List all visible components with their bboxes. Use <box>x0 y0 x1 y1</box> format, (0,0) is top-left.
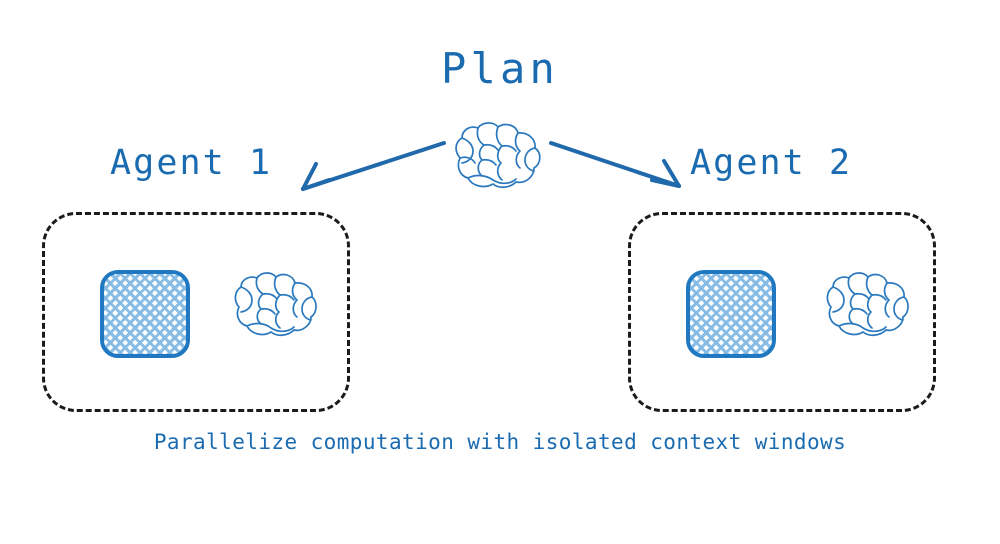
agent-2-brain-icon <box>820 268 916 342</box>
arrow-plan-to-agent-1 <box>301 141 446 191</box>
page-title: Plan <box>441 44 559 93</box>
agent-2-context-window-icon <box>686 270 776 358</box>
agent-1-label: Agent 1 <box>110 143 273 183</box>
agent-2-container <box>628 212 936 412</box>
agent-1-context-window-icon <box>100 270 190 358</box>
agent-1-brain-icon <box>228 268 324 342</box>
agent-1-container <box>42 212 350 412</box>
brain-icon <box>448 118 548 194</box>
diagram-caption: Parallelize computation with isolated co… <box>153 430 847 454</box>
agent-2-label: Agent 2 <box>690 143 853 183</box>
arrow-plan-to-agent-2 <box>549 141 681 188</box>
